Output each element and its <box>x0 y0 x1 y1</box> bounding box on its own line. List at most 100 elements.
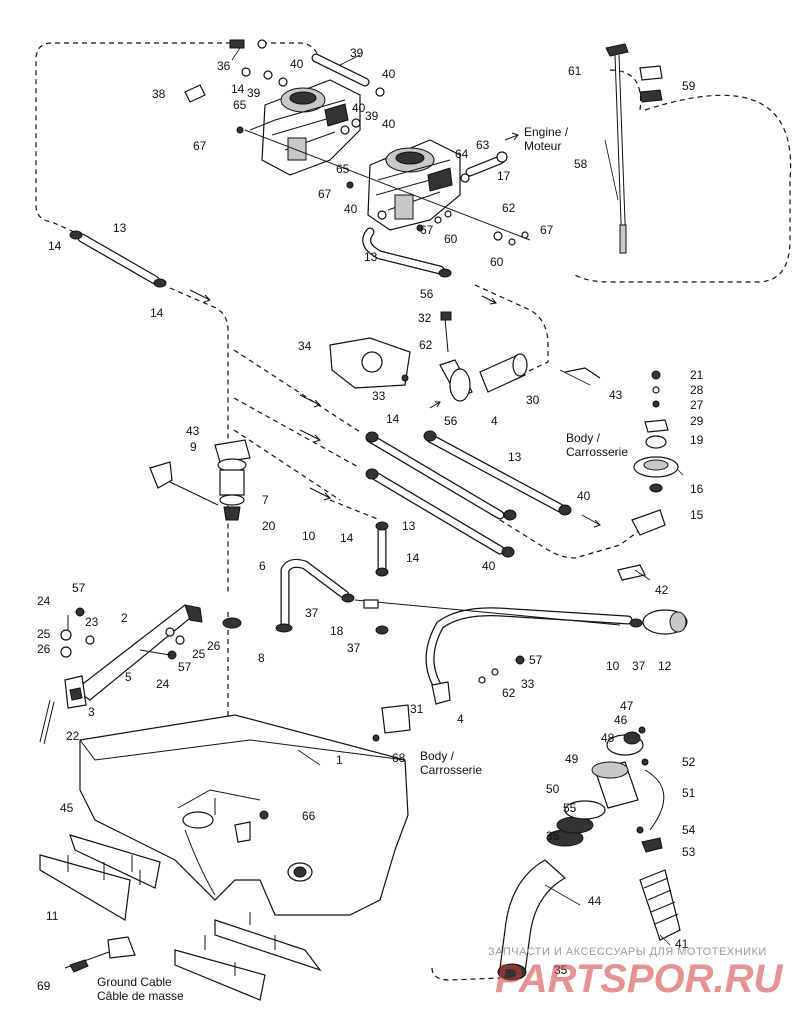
callout-54: 54 <box>682 823 696 837</box>
callout-14: 14 <box>48 239 62 253</box>
callout-31: 31 <box>410 702 424 716</box>
fuel-filter <box>329 311 528 402</box>
callout-35: 35 <box>554 963 568 977</box>
callout-21: 21 <box>690 368 704 382</box>
callout-40: 40 <box>344 202 358 216</box>
primer-rod <box>605 43 663 254</box>
callout-24: 24 <box>37 594 51 608</box>
callout-14: 14 <box>150 306 164 320</box>
callout-61: 61 <box>568 64 582 78</box>
ground-cable-label-en: Ground Cable <box>97 975 172 989</box>
callout-11: 11 <box>46 909 59 923</box>
flow-arrows <box>189 132 601 528</box>
callout-58: 58 <box>574 157 588 171</box>
callout-25: 25 <box>37 627 51 641</box>
callout-1: 1 <box>336 753 343 767</box>
fuel-tank <box>79 714 409 916</box>
callout-39: 39 <box>350 46 364 60</box>
callout-18: 18 <box>330 624 344 638</box>
callout-60: 60 <box>444 232 458 246</box>
callout-37: 37 <box>632 659 646 673</box>
callout-43: 43 <box>609 388 623 402</box>
callout-13: 13 <box>402 519 416 533</box>
support-bracket <box>39 604 203 745</box>
callout-7: 7 <box>262 493 269 507</box>
callout-26: 26 <box>207 639 221 653</box>
callout-67: 67 <box>540 223 554 237</box>
ground-cable-label-fr: Câble de masse <box>97 989 184 1003</box>
text-labels: Engine / Moteur Body / Carrosserie Body … <box>97 125 628 1003</box>
hose-13-upper <box>69 227 452 288</box>
callout-8: 8 <box>258 651 265 665</box>
callout-40: 40 <box>290 57 304 71</box>
callout-24: 24 <box>156 677 170 691</box>
callout-39: 39 <box>365 109 379 123</box>
watermark: ЗАПЧАСТИ И АКСЕССУАРЫ ДЛЯ МОТОТЕХНИКИ PA… <box>488 946 784 1001</box>
carburetor-lower <box>367 139 461 231</box>
callout-65: 65 <box>336 162 350 176</box>
callout-14: 14 <box>231 82 245 96</box>
callout-56: 56 <box>420 287 434 301</box>
body-label-en: Body / <box>420 749 455 763</box>
callout-17: 17 <box>497 169 511 183</box>
callout-60: 60 <box>490 255 504 269</box>
callout-63: 63 <box>476 138 490 152</box>
callout-37: 37 <box>347 641 361 655</box>
callout-43: 43 <box>186 424 200 438</box>
carburetor-upper <box>249 79 361 176</box>
callout-50: 50 <box>546 782 560 796</box>
leader-lines <box>231 47 684 946</box>
callout-53: 53 <box>682 845 696 859</box>
hose-10 <box>275 558 688 695</box>
filler-neck <box>497 726 681 981</box>
callout-12: 12 <box>658 659 672 673</box>
carb-fittings <box>184 39 531 246</box>
fuel-pickup <box>149 439 251 629</box>
callout-40: 40 <box>577 489 591 503</box>
tank-supports <box>39 834 322 1001</box>
callout-30: 30 <box>526 393 540 407</box>
callout-46: 46 <box>614 713 628 727</box>
callout-22: 22 <box>66 729 80 743</box>
body-label-fr: Carrosserie <box>566 445 628 459</box>
callout-19: 19 <box>690 433 704 447</box>
fuel-valve <box>564 367 679 581</box>
body-label-fr: Carrosserie <box>420 763 482 777</box>
callout-5: 5 <box>125 670 132 684</box>
callout-41: 41 <box>675 937 689 951</box>
watermark-tagline: ЗАПЧАСТИ И АКСЕССУАРЫ ДЛЯ МОТОТЕХНИКИ <box>488 946 767 958</box>
callout-26: 26 <box>37 642 51 656</box>
callout-16: 16 <box>690 482 704 496</box>
dashed-routing-lines <box>35 42 792 981</box>
callout-10: 10 <box>606 659 620 673</box>
engine-label-fr: Moteur <box>524 139 561 153</box>
callout-62: 62 <box>502 686 516 700</box>
callout-47: 47 <box>620 699 634 713</box>
callout-4: 4 <box>457 712 464 726</box>
callout-23: 23 <box>85 615 99 629</box>
callout-27: 27 <box>690 398 704 412</box>
callout-51: 51 <box>682 786 696 800</box>
callout-numbers: 39 36 14 39 40 40 38 65 40 39 40 67 63 6… <box>37 46 704 993</box>
callout-6: 6 <box>259 559 266 573</box>
callout-69: 69 <box>37 979 51 993</box>
callout-57: 57 <box>529 653 543 667</box>
callout-48: 48 <box>601 731 615 745</box>
callout-14: 14 <box>340 531 354 545</box>
callout-10: 10 <box>302 529 316 543</box>
callout-68: 68 <box>392 751 406 765</box>
body-label-en: Body / <box>566 431 601 445</box>
callout-55: 55 <box>563 801 577 815</box>
callout-66: 66 <box>302 809 316 823</box>
callout-57: 57 <box>178 660 192 674</box>
hose-13-middle <box>365 430 572 577</box>
callout-13: 13 <box>508 450 522 464</box>
callout-40: 40 <box>482 559 496 573</box>
callout-39: 39 <box>247 86 261 100</box>
callout-14: 14 <box>406 551 420 565</box>
callout-33: 33 <box>521 677 535 691</box>
callout-25: 25 <box>192 647 206 661</box>
hose-clamp-lower <box>372 655 525 742</box>
callout-32: 32 <box>418 311 432 325</box>
